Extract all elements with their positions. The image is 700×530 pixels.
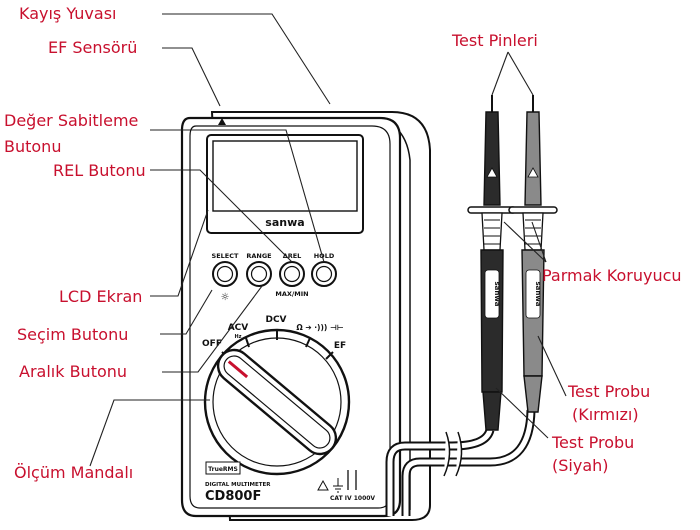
select-button[interactable] [212,261,238,287]
range-button[interactable] [246,261,272,287]
probe-warning-icon-2 [527,167,539,178]
model-block: TrueRMS DIGITAL MULTIMETER CD800F CAT IV… [205,461,375,504]
jack-terminals-icon [347,470,357,490]
probe-red-brand: sanwa [534,281,542,306]
label-strap-slot: Kayış Yuvası [19,4,116,23]
range-button-label: RANGE [246,252,271,260]
select-button-label: SELECT [212,252,239,260]
rel-button-label: ΔREL [283,252,302,260]
label-probe-red-1: Test Probu [567,382,650,401]
probe-cables [385,409,536,516]
ef-sensor-marker [218,118,226,125]
label-select-button: Seçim Butonu [17,325,128,344]
dial-dcv-label: DCV [265,315,286,325]
brand-logo: sanwa [265,216,304,229]
lcd-screen: sanwa [206,134,364,234]
button-row: SELECT RANGE ΔREL HOLD ☼ MAX/MIN [212,252,337,303]
model-name: CD800F [205,489,261,504]
label-lcd-screen: LCD Ekran [59,287,142,306]
label-test-pins: Test Pinleri [451,31,538,50]
dial-ef-label: EF [334,341,346,351]
label-rel-button: REL Butonu [53,161,146,180]
ground-symbol-icon [333,478,343,493]
hold-button-label: HOLD [314,252,335,260]
hold-button[interactable] [311,261,337,287]
dial-labels: OFF ACV Hz DCV Ω ➔ ·))) ⊣⊢ EF [202,315,346,351]
probe-black-brand: sanwa [493,281,501,306]
model-subtitle: DIGITAL MULTIMETER [205,482,271,488]
label-probe-black-1: Test Probu [551,433,634,452]
cat-rating: CAT IV 1000V [330,495,375,502]
label-hold-button-1: Değer Sabitleme [4,111,138,130]
warning-triangle-icon [317,479,329,491]
test-probe-red[interactable]: sanwa [508,95,558,413]
rel-button[interactable] [279,261,305,287]
label-hold-button-2: Butonu [4,137,61,156]
dial-off-label: OFF [202,339,222,349]
backlight-icon: ☼ [221,292,230,303]
measurement-dial[interactable] [203,328,351,476]
callout-labels: Kayış Yuvası EF Sensörü Değer Sabitleme … [4,4,682,482]
label-measurement-dial: Ölçüm Mandalı [14,463,133,482]
label-finger-guard: Parmak Koruyucu [542,266,682,285]
truerms-badge: TrueRMS [208,466,238,473]
label-probe-black-2: (Siyah) [552,456,609,475]
dial-acv-sub: Hz [234,334,241,340]
probe-warning-icon [486,167,498,178]
test-probe-black[interactable]: sanwa [467,95,517,431]
leader-lines [89,13,567,467]
label-range-button: Aralık Butonu [19,362,127,381]
dial-acv-label: ACV [228,323,249,333]
maxmin-label: MAX/MIN [275,290,308,298]
label-ef-sensor: EF Sensörü [48,38,137,57]
dial-ohm-label: Ω ➔ ·))) ⊣⊢ [296,323,343,332]
label-probe-red-2: (Kırmızı) [572,405,639,424]
